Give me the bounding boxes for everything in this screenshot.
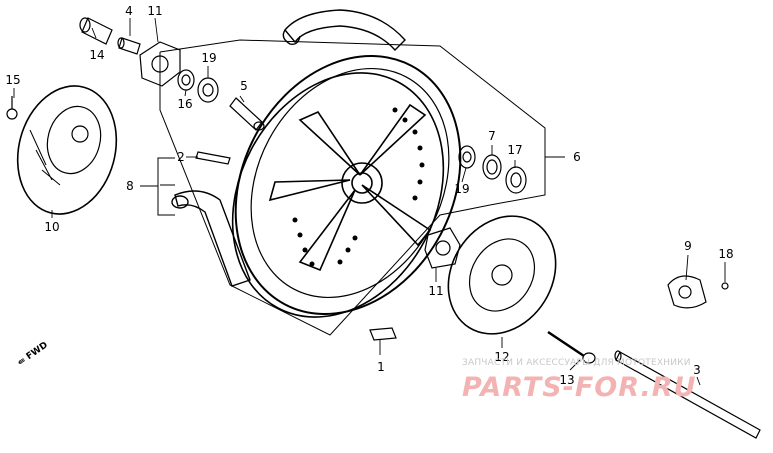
- callout-11-upper: 11: [147, 4, 163, 18]
- callout-3: 3: [693, 363, 701, 377]
- callout-14: 14: [89, 48, 105, 62]
- callout-19-upper: 19: [201, 51, 217, 65]
- leader-lines: [13, 17, 726, 386]
- part-7-seal: [482, 154, 502, 180]
- part-16-seal: [177, 69, 195, 91]
- part-3-axle: [614, 350, 761, 439]
- watermark-subtitle: ЗАПЧАСТИ И АКСЕССУАРЫ ДЛЯ МОТОТЕХНИКИ: [462, 358, 691, 368]
- part-17-collar: [505, 166, 527, 194]
- callout-11-lower: 11: [428, 284, 444, 298]
- callout-2: 2: [177, 150, 185, 164]
- part-15-bolt: [6, 96, 18, 120]
- callout-8: 8: [126, 179, 134, 193]
- callout-7: 7: [488, 129, 496, 143]
- callout-13: 13: [559, 373, 575, 387]
- assembly-outline: [159, 39, 565, 336]
- bracket-8: [140, 157, 175, 216]
- brake-disc-left-10: [16, 85, 118, 215]
- part-14-bushing: [79, 17, 113, 45]
- part-13-bolt: [547, 330, 596, 364]
- axle-collar-5: [229, 97, 265, 131]
- part-2-valve: [195, 151, 231, 165]
- part-1-balance-weight: [369, 327, 397, 341]
- wheel-spokes: [268, 103, 432, 272]
- part-11-retainer-right: [424, 227, 461, 269]
- watermark-brand: PARTS-FOR.RU: [462, 372, 697, 403]
- callout-12: 12: [494, 350, 510, 364]
- callout-5: 5: [240, 79, 248, 93]
- callout-18: 18: [718, 247, 734, 261]
- callout-4: 4: [125, 4, 133, 18]
- part-9-gearbox: [667, 275, 707, 309]
- callout-16: 16: [177, 97, 193, 111]
- callout-19-lower: 19: [454, 182, 470, 196]
- brake-disc-right-12: [447, 215, 557, 335]
- rim-holes: [292, 107, 425, 267]
- part-4-spacer: [117, 37, 141, 55]
- callout-15: 15: [5, 73, 21, 87]
- part-18-screw: [721, 282, 729, 290]
- callout-1: 1: [377, 360, 385, 374]
- callout-17: 17: [507, 143, 523, 157]
- callout-9: 9: [684, 239, 692, 253]
- wheel-rim: [231, 55, 462, 318]
- callout-6: 6: [573, 150, 581, 164]
- tire-section-top: [282, 9, 406, 52]
- callout-10: 10: [44, 220, 60, 234]
- part-19-bearing-left: [197, 77, 219, 103]
- part-11-gear-retainer: [139, 41, 181, 87]
- part-19-bearing-right: [458, 145, 476, 169]
- tire-section-bottom: [171, 190, 251, 287]
